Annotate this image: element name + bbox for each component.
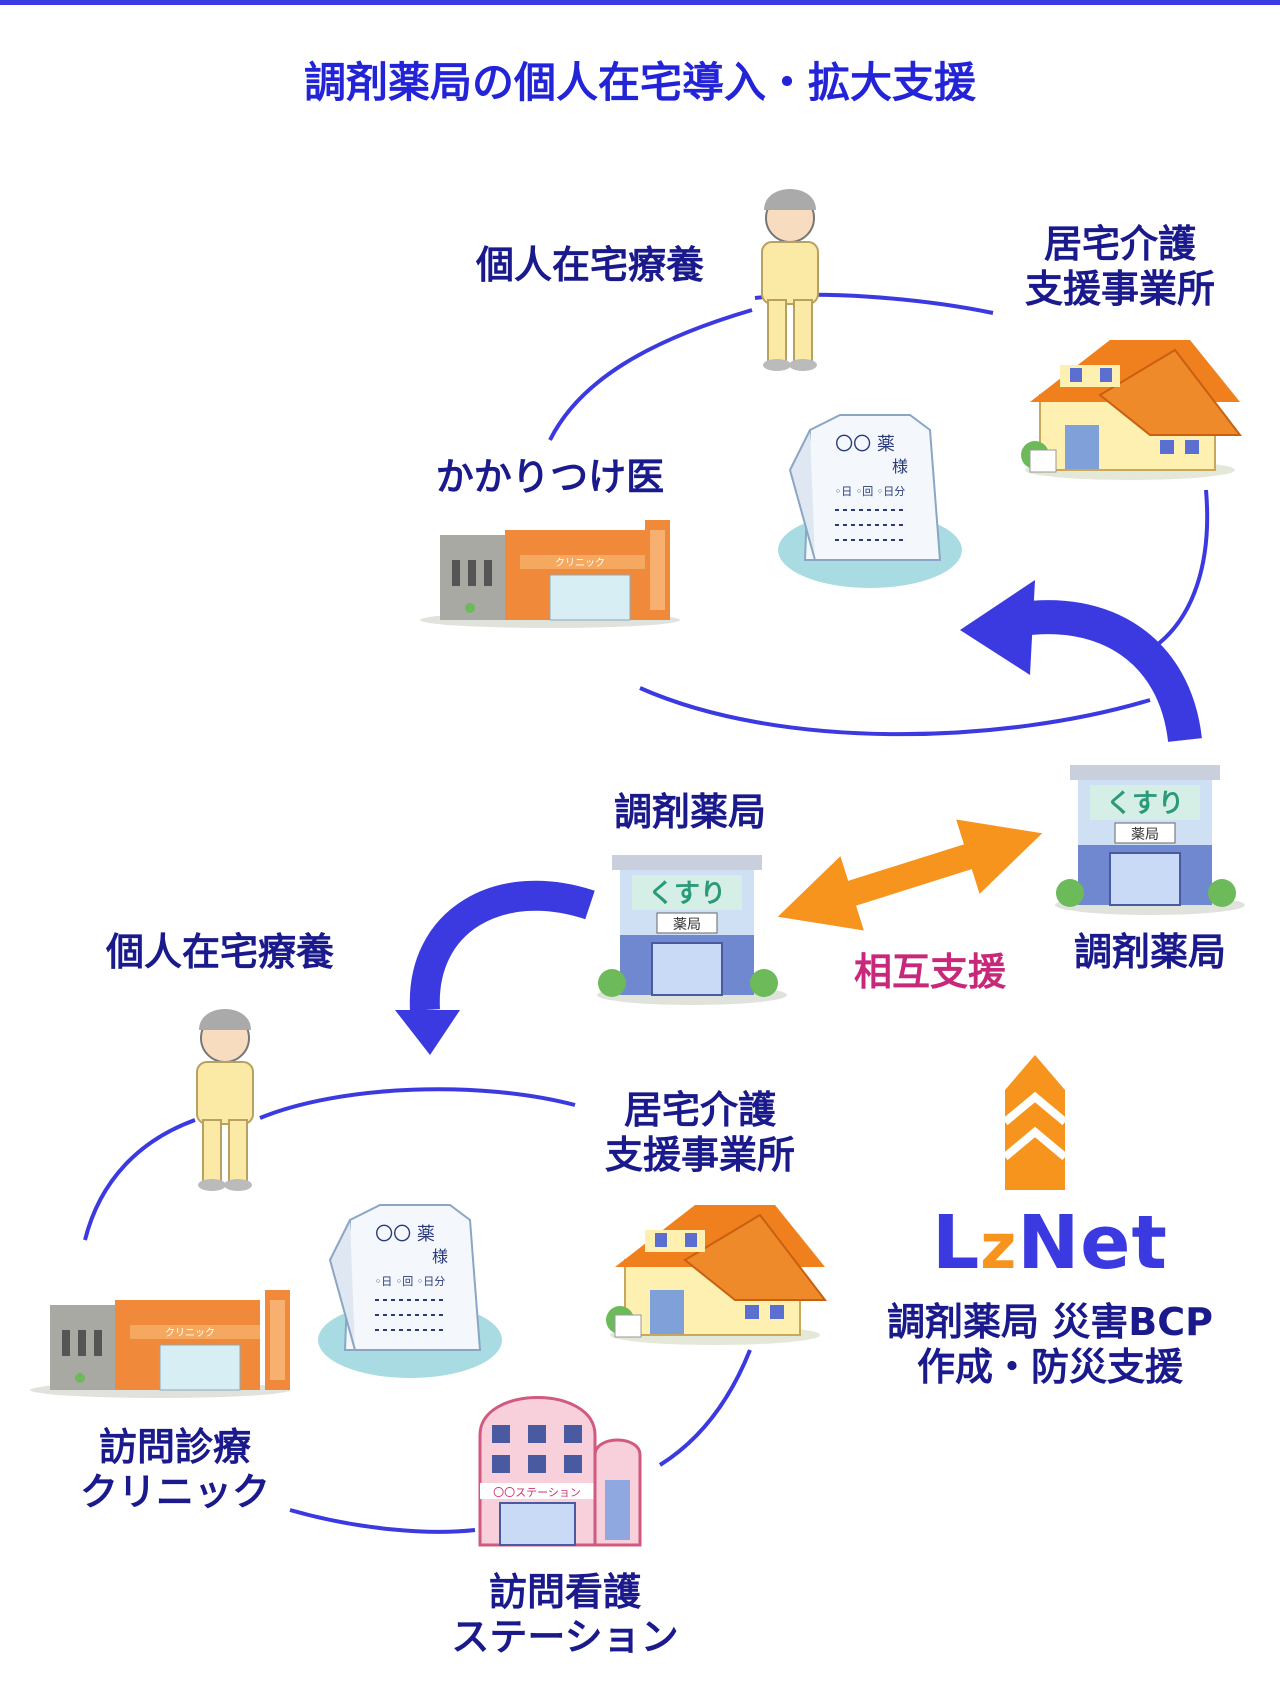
- pharmacy-right-sign-bottom: 薬局: [1131, 827, 1159, 843]
- nursing-station-icon: 〇〇ステーション: [478, 1396, 642, 1547]
- pharmacy-center-icon: くすり 薬局: [597, 855, 787, 1005]
- label-pharmacy-center: 調剤薬局: [613, 790, 766, 834]
- clinic-sign: クリニック: [165, 1327, 215, 1339]
- station-sign: 〇〇ステーション: [493, 1486, 581, 1499]
- bag-line2: 様: [432, 1247, 448, 1266]
- elderly-person-icon: [196, 1009, 254, 1191]
- bag-line1: 〇〇 薬: [375, 1224, 435, 1245]
- pharmacy-right-icon: くすり 薬局: [1055, 765, 1245, 915]
- lznet-caption: 調剤薬局 災害BCP 作成・防災支援: [887, 1300, 1213, 1389]
- label-pharmacy-right: 調剤薬局: [1073, 930, 1226, 974]
- lznet-logo: LzNet: [925, 1200, 1175, 1286]
- lznet-logo-part2: Net: [1017, 1200, 1168, 1286]
- care-office-house-icon: [1021, 340, 1243, 480]
- elderly-person-icon: [761, 189, 819, 371]
- bag-line1: 〇〇 薬: [835, 434, 895, 455]
- top-blue-arrow: [960, 580, 1202, 743]
- label-bottom-home-care: 個人在宅療養: [105, 930, 334, 974]
- clinic-sign: クリニック: [555, 557, 605, 569]
- medicine-bag-icon: 〇〇 薬 様 ◦日 ◦回 ◦日分: [778, 414, 962, 588]
- label-visit-clinic: 訪問診療 クリニック: [79, 1425, 270, 1514]
- page-title: 調剤薬局の個人在宅導入・拡大支援: [303, 58, 976, 107]
- bag-line3: ◦日 ◦回 ◦日分: [375, 1275, 445, 1288]
- mutual-support-arrow: [777, 819, 1043, 931]
- care-office-house-icon: [606, 1205, 828, 1345]
- medicine-bag-icon: 〇〇 薬 様 ◦日 ◦回 ◦日分: [318, 1204, 502, 1378]
- pharmacy-center-sign-top: くすり: [648, 879, 726, 909]
- bag-line2: 様: [892, 457, 908, 476]
- label-family-doctor: かかりつけ医: [435, 455, 665, 499]
- lznet-logo-z: z: [980, 1210, 1018, 1283]
- lznet-logo-part1: Lz: [932, 1200, 1018, 1286]
- bag-line3: ◦日 ◦回 ◦日分: [835, 485, 905, 498]
- top-border: [0, 0, 1280, 5]
- bottom-cycle-ring: [83, 1087, 752, 1534]
- label-visit-nursing: 訪問看護 ステーション: [451, 1570, 679, 1659]
- pharmacy-center-sign-bottom: 薬局: [673, 917, 701, 933]
- clinic-building-icon: クリニック: [30, 1290, 290, 1398]
- label-bottom-care-office: 居宅介護 支援事業所: [604, 1088, 795, 1177]
- pharmacy-right-sign-top: くすり: [1106, 789, 1184, 819]
- chevron-up-icon: [1002, 1055, 1068, 1190]
- clinic-building-icon: クリニック: [420, 520, 680, 628]
- label-top-home-care: 個人在宅療養: [475, 243, 704, 287]
- bottom-blue-arrow: [395, 880, 595, 1055]
- top-cycle-ring: [548, 292, 1210, 737]
- label-top-care-office: 居宅介護 支援事業所: [1024, 222, 1215, 311]
- label-mutual-support: 相互支援: [853, 950, 1006, 994]
